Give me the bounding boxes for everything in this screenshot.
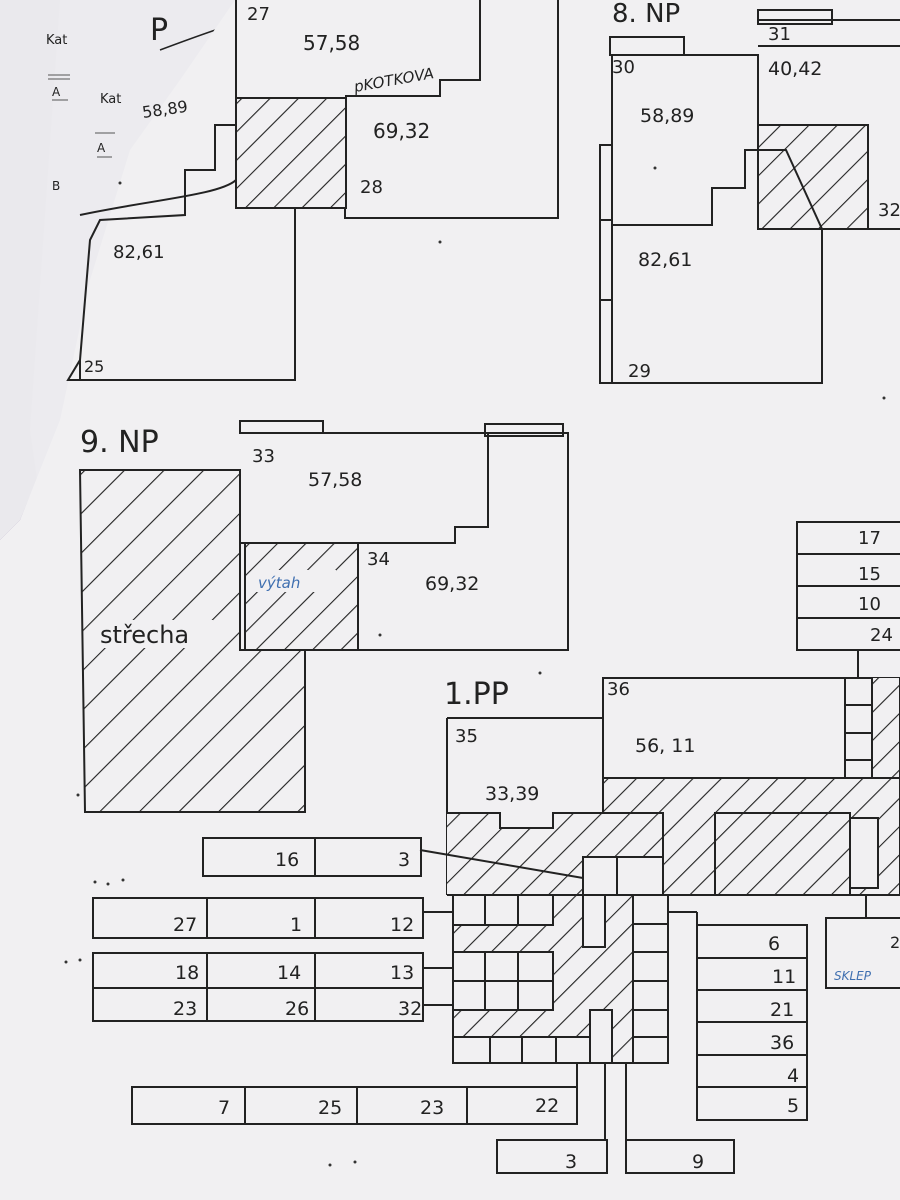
- cellar-rows: [92, 837, 900, 1174]
- roof-label: střecha: [100, 621, 189, 649]
- f7-room-28: 28: [360, 177, 383, 198]
- f9-room-34: 34: [367, 549, 390, 570]
- room-35-area: 33,39: [485, 783, 539, 805]
- stray-marks: [64, 166, 886, 1167]
- f7-room-27: 27: [247, 4, 270, 25]
- cellar-1: 1: [290, 914, 302, 936]
- floor-8-title: 8. NP: [612, 0, 680, 29]
- floor-8-plan: [599, 9, 900, 384]
- cellar-27: 27: [173, 914, 197, 936]
- f7-room-69-32: 69,32: [373, 119, 430, 143]
- cellar-12: 12: [390, 914, 414, 936]
- stack-24: 24: [870, 625, 893, 646]
- room-36: 36: [607, 679, 630, 700]
- f8-room-82-61: 82,61: [638, 249, 692, 271]
- cellar-36: 36: [770, 1032, 794, 1054]
- cellar-13: 13: [390, 962, 414, 984]
- cellar-5: 5: [787, 1095, 799, 1117]
- f9-room-57-58: 57,58: [308, 469, 362, 491]
- cellar-23b: 23: [420, 1097, 444, 1119]
- f7-room-57-58: 57,58: [303, 31, 360, 55]
- f7-room-82-61: 82,61: [113, 242, 165, 263]
- f8-room-31: 31: [768, 24, 791, 45]
- room-36-area: 56, 11: [635, 735, 695, 757]
- sheet-b-kat: Kat: [100, 92, 121, 107]
- cellar-18: 18: [175, 962, 199, 984]
- cellar-32: 32: [398, 998, 422, 1020]
- cellar-3b: 3: [565, 1151, 577, 1173]
- cellar-22: 22: [535, 1095, 559, 1117]
- f8-room-58-89: 58,89: [640, 105, 694, 127]
- cellar-21: 21: [770, 999, 794, 1021]
- f7-room-25: 25: [84, 357, 104, 376]
- room-35: 35: [455, 726, 478, 747]
- floor-7-plan: [66, 0, 559, 381]
- f8-room-29: 29: [628, 361, 651, 382]
- cellar-6: 6: [768, 933, 780, 955]
- f9-room-69-32: 69,32: [425, 573, 479, 595]
- sheet-b-a: A: [97, 141, 106, 155]
- stack-17: 17: [858, 528, 881, 549]
- stack-15: 15: [858, 564, 881, 585]
- sheet-a-b: B: [52, 179, 60, 193]
- far-right-2: 2: [890, 933, 900, 952]
- cellar-7: 7: [218, 1097, 230, 1119]
- basement-plan: [419, 677, 900, 1064]
- cellar-3a: 3: [398, 849, 410, 871]
- cellar-11: 11: [772, 966, 796, 988]
- right-stack: [796, 521, 900, 678]
- stack-10: 10: [858, 594, 881, 615]
- cellar-23: 23: [173, 998, 197, 1020]
- cellar-26: 26: [285, 998, 309, 1020]
- pen-note-sklep: SKLEP: [834, 969, 872, 983]
- cellar-14: 14: [277, 962, 301, 984]
- cellar-4: 4: [787, 1065, 799, 1087]
- floor-9-title: 9. NP: [80, 425, 159, 460]
- f8-room-32: 32: [878, 200, 900, 221]
- f8-room-30: 30: [612, 57, 635, 78]
- sheet-a-a: A: [52, 85, 61, 99]
- basement-title: 1.PP: [444, 677, 509, 712]
- f9-room-33: 33: [252, 446, 275, 467]
- cellar-25: 25: [318, 1097, 342, 1119]
- cellar-16: 16: [275, 849, 299, 871]
- cellar-9: 9: [692, 1151, 704, 1173]
- sheet-a-kat: Kat: [46, 33, 67, 48]
- top-floor-fragment: P: [150, 13, 168, 48]
- pen-note-vytah: výtah: [258, 574, 300, 592]
- f8-room-40-42: 40,42: [768, 58, 822, 80]
